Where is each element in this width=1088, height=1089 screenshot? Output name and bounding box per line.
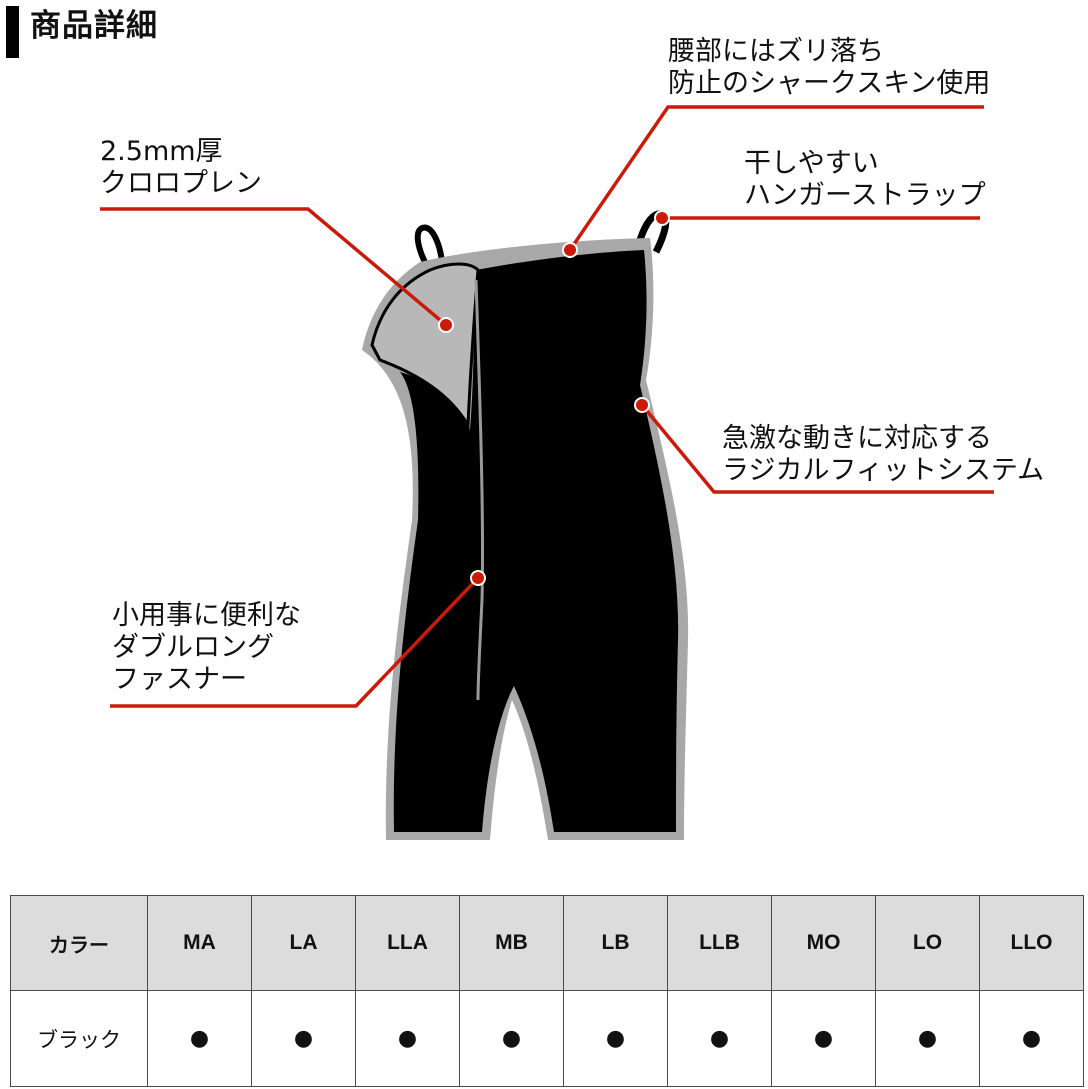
callout-line-thickness bbox=[100, 207, 448, 327]
left-hanger-strap bbox=[414, 224, 445, 270]
header-size: LLB bbox=[667, 895, 772, 991]
callout-dot-thickness bbox=[438, 317, 454, 333]
row-color-name: ブラック bbox=[10, 990, 148, 1087]
availability-mark: ● bbox=[563, 990, 668, 1087]
callout-dot-strap bbox=[654, 210, 670, 226]
availability-mark: ● bbox=[771, 990, 876, 1087]
availability-mark: ● bbox=[355, 990, 460, 1087]
header-size: MB bbox=[459, 895, 564, 991]
size-color-table: カラー MA LA LLA MB LB LLB MO LO LLO ブラック ●… bbox=[10, 895, 1084, 1087]
availability-mark: ● bbox=[147, 990, 252, 1087]
availability-mark: ● bbox=[251, 990, 356, 1087]
title-accent-bar bbox=[6, 6, 19, 58]
callout-line-fit bbox=[640, 403, 994, 494]
table-row: ブラック ● ● ● ● ● ● ● ● ● bbox=[10, 990, 1084, 1087]
callout-dot-fit bbox=[634, 397, 650, 413]
callout-waist: 腰部にはズリ落ち 防止のシャークスキン使用 bbox=[668, 36, 991, 99]
callout-dot-waist bbox=[562, 242, 578, 258]
callout-line-waist bbox=[568, 105, 984, 251]
callout-thickness: 2.5mm厚 クロロプレン bbox=[100, 136, 262, 199]
header-size: LLO bbox=[979, 895, 1084, 991]
header-size: LO bbox=[875, 895, 980, 991]
header-size: MA bbox=[147, 895, 252, 991]
callout-line-zipper bbox=[110, 576, 480, 708]
callout-strap: 干しやすい ハンガーストラップ bbox=[744, 148, 986, 211]
zipper-line bbox=[474, 279, 485, 701]
availability-mark: ● bbox=[875, 990, 980, 1087]
callout-zipper: 小用事に便利な ダブルロング ファスナー bbox=[112, 600, 301, 695]
callout-dot-zipper bbox=[470, 570, 486, 586]
page-title: 商品詳細 bbox=[30, 8, 158, 44]
callout-fit: 急激な動きに対応する ラジカルフィットシステム bbox=[722, 423, 1045, 486]
wetsuit-diagram bbox=[100, 105, 994, 840]
table-header-row: カラー MA LA LLA MB LB LLB MO LO LLO bbox=[10, 895, 1084, 991]
header-size: MO bbox=[771, 895, 876, 991]
header-size: LLA bbox=[355, 895, 460, 991]
availability-mark: ● bbox=[459, 990, 564, 1087]
availability-mark: ● bbox=[667, 990, 772, 1087]
header-size: LA bbox=[251, 895, 356, 991]
header-color-label: カラー bbox=[10, 895, 148, 991]
suit-body bbox=[393, 250, 679, 832]
header-size: LB bbox=[563, 895, 668, 991]
availability-mark: ● bbox=[979, 990, 1084, 1087]
